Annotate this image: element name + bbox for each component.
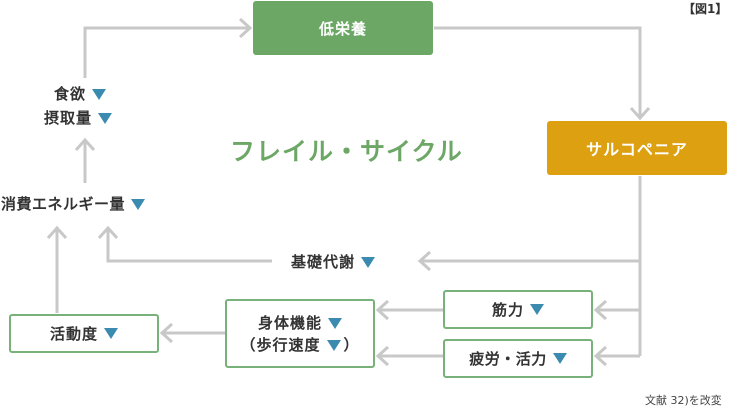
node-activity: 活動度 [9, 314, 159, 353]
decrease-triangle-icon [326, 339, 341, 351]
node-low-nutrition: 低栄養 [253, 1, 433, 55]
arrowhead [593, 345, 608, 367]
node-activity-label: 活動度 [49, 325, 98, 343]
decrease-triangle-icon [361, 257, 376, 268]
node-muscle-strength: 筋力 [443, 290, 593, 329]
node-energy: 消費エネルギー量 [1, 193, 146, 214]
node-walking-speed-label: （歩行速度 [240, 335, 321, 354]
node-intake-label: 摂取量 [44, 109, 93, 127]
node-walking-speed-close: ） [343, 335, 360, 354]
node-low-nutrition-label: 低栄養 [318, 19, 367, 38]
node-physical-function-line2: （歩行速度 ） [240, 334, 359, 356]
node-physical-function-label: 身体機能 [257, 313, 322, 332]
arrowhead [238, 17, 253, 39]
node-physical-function: 身体機能 （歩行速度 ） [225, 299, 375, 368]
arrowhead [629, 106, 651, 121]
node-sarcopenia: サルコペニア [547, 121, 727, 175]
node-muscle-strength-label: 筋力 [491, 301, 524, 319]
decrease-triangle-icon [552, 353, 567, 364]
node-appetite: 食欲 [54, 83, 107, 104]
arrow-low-nutrition-to-sarcopenia [434, 26, 642, 118]
source-note: 文献 32)を改変 [645, 394, 722, 407]
node-fatigue: 疲労・活力 [443, 339, 593, 378]
arrow-appetite-to-low-nutrition [83, 26, 250, 78]
node-basal-metabolism-label: 基礎代謝 [291, 253, 356, 271]
arrow-basal-to-energy [106, 228, 272, 263]
arrowhead [417, 250, 432, 272]
arrowhead [74, 137, 96, 152]
node-fatigue-label: 疲労・活力 [469, 350, 547, 368]
arrowhead [46, 225, 68, 240]
node-appetite-label: 食欲 [54, 85, 87, 103]
arrowhead [593, 299, 608, 321]
decrease-triangle-icon [98, 113, 113, 124]
decrease-triangle-icon [131, 199, 146, 210]
arrowhead [375, 299, 390, 321]
decrease-triangle-icon [530, 304, 544, 315]
figure-label: 【図1】 [683, 2, 728, 16]
diagram-title: フレイル・サイクル [230, 137, 463, 166]
node-basal-metabolism: 基礎代謝 [291, 251, 376, 272]
decrease-triangle-icon [92, 89, 107, 100]
decrease-triangle-icon [328, 317, 342, 329]
node-energy-label: 消費エネルギー量 [1, 195, 126, 213]
arrowhead [159, 322, 174, 344]
decrease-triangle-icon [104, 328, 118, 339]
arrowhead [375, 345, 390, 367]
node-physical-function-line1: 身体機能 [258, 312, 342, 334]
node-sarcopenia-label: サルコペニア [586, 140, 688, 159]
arrowhead [97, 225, 119, 240]
node-intake: 摂取量 [44, 107, 113, 128]
